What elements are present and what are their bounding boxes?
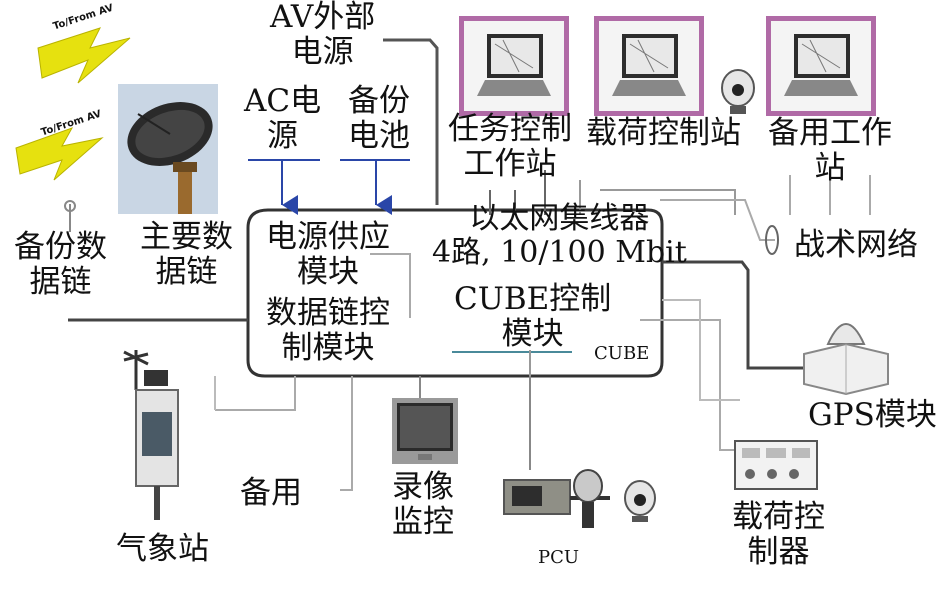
video-monitor-label: 录像监控 (392, 469, 454, 540)
spare-label: 备用 (240, 475, 302, 511)
controller-panel-icon (734, 440, 818, 490)
backup-battery-label: 备份电池 (348, 83, 410, 154)
av-external-power-label: AV外部电源 (270, 0, 376, 70)
cube-control-module-label: CUBE控制模块 (454, 281, 612, 352)
weather-station-icon (123, 350, 179, 520)
pcu-label: PCU (538, 547, 580, 568)
satellite-dish-icon (118, 84, 218, 214)
gps-module-label: GPS模块 (808, 397, 937, 433)
pcu-device-icon (503, 469, 610, 528)
payload-control-station-label: 载荷控制站 (586, 115, 741, 151)
weather-station-label: 气象站 (116, 531, 209, 567)
backup-workstation-label: 备用工作站 (768, 115, 892, 186)
main-datalink-label: 主要数据链 (140, 219, 233, 290)
monitor-icon (392, 398, 458, 464)
datalink-control-module-label: 数据链控制模块 (266, 295, 390, 366)
laptop-icon (459, 16, 569, 116)
cube-box (246, 208, 664, 378)
cube-label: CUBE (594, 343, 650, 364)
gps-line (662, 260, 810, 370)
backup-datalink-label: 备份数据链 (14, 229, 107, 300)
camera-ball-icon (624, 480, 656, 522)
lightning-icon (15, 127, 104, 181)
payload-controller-label: 载荷控制器 (732, 499, 825, 570)
power-supply-module-label: 电源供应模块 (266, 219, 390, 290)
tactical-network-label: 战术网络 (794, 227, 918, 263)
camera-ball-icon (721, 69, 755, 114)
gps-dome-icon (803, 323, 889, 396)
av-power-line (383, 38, 439, 205)
lightning-icon (37, 27, 131, 84)
ac-power-label: AC电源 (244, 83, 322, 154)
laptop-icon (594, 16, 704, 116)
mission-control-station-label: 任务控制工作站 (448, 111, 572, 182)
laptop-icon (766, 16, 876, 116)
antenna-icon (64, 200, 76, 232)
